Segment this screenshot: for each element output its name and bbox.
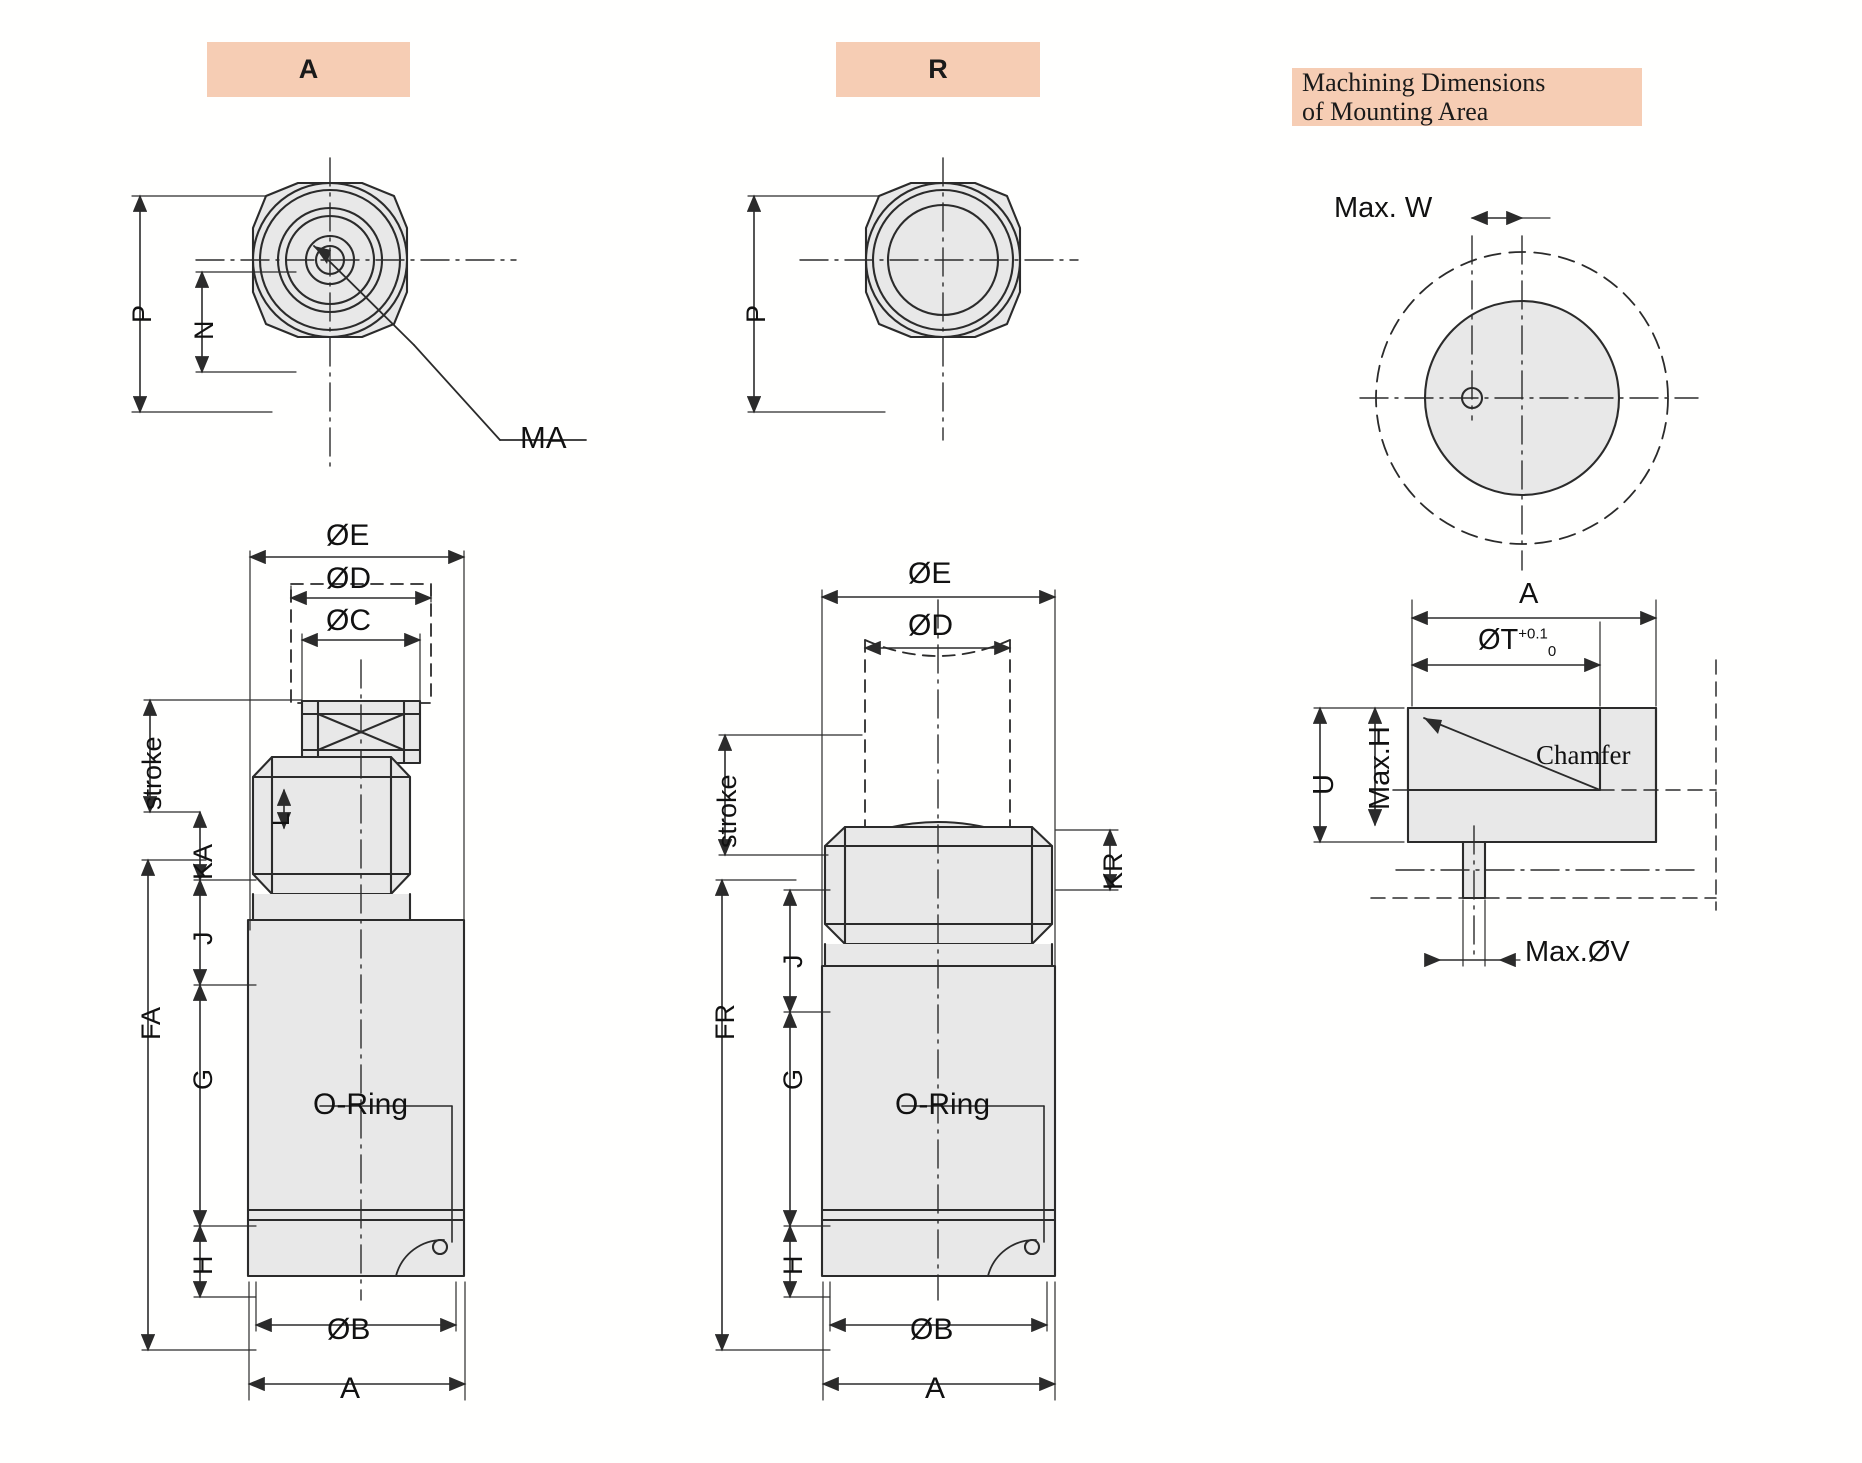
label-machining-ot-lower-tolerance: 0	[1547, 642, 1557, 660]
label-view-a-od-text: ØD	[326, 562, 371, 595]
label-machining-a: A	[1519, 578, 1538, 611]
label-view-a-ka: KA	[188, 844, 219, 880]
label-view-a-ka-text: KA	[188, 843, 218, 880]
label-machining-max-w: Max. W	[1334, 192, 1432, 225]
label-view-r-oring: O-Ring	[895, 1088, 990, 1122]
label-machining-ot-text: ØT	[1478, 624, 1519, 656]
label-machining-chamfer-text: Chamfer	[1536, 740, 1631, 770]
label-view-a-j-text: J	[188, 931, 218, 946]
label-view-a-stroke-text: stroke	[137, 736, 167, 810]
label-view-a-g-text: G	[188, 1068, 218, 1090]
label-view-r-od-text: ØD	[908, 609, 953, 642]
label-view-a-fa-text: FA	[136, 1006, 166, 1040]
header-type-a: A	[207, 42, 410, 97]
label-view-r-j: J	[778, 955, 809, 969]
label-view-r-oring-text: O-Ring	[895, 1088, 991, 1121]
label-machining-ot-upper-tolerance: +0.1	[1518, 625, 1548, 643]
label-view-a-ob-text: ØB	[327, 1313, 371, 1346]
label-view-a-fa: FA	[136, 1007, 167, 1040]
label-view-a-p-text: P	[127, 304, 157, 323]
label-view-r-kr: KR	[1098, 852, 1129, 890]
machining-side-view	[1312, 599, 1717, 968]
label-view-r-ob: ØB	[910, 1313, 953, 1347]
label-view-a-l: L	[268, 813, 296, 826]
label-view-a-n-text: N	[189, 320, 219, 341]
view-r-top-circle	[746, 157, 1079, 441]
machining-top-view	[1359, 210, 1699, 571]
label-view-a-oc-text: ØC	[326, 604, 371, 637]
label-view-r-kr-text: KR	[1098, 852, 1128, 890]
label-view-a-h-text: H	[188, 1255, 218, 1276]
header-machining: Machining Dimensions of Mounting Area	[1292, 68, 1642, 126]
label-machining-u: U	[1308, 774, 1341, 795]
label-view-r-oe: ØE	[908, 557, 951, 591]
label-view-r-fr-text: FR	[710, 1004, 740, 1040]
label-view-a-oe: ØE	[326, 519, 369, 553]
label-view-a-n: N	[189, 321, 220, 341]
label-view-a-oring-text: O-Ring	[313, 1088, 409, 1121]
label-view-r-stroke-text: stroke	[712, 774, 742, 848]
label-machining-u-text: U	[1308, 774, 1340, 795]
header-type-r: R	[836, 42, 1040, 97]
label-view-r-j-text: J	[778, 954, 808, 969]
label-view-a-ma-text: MA	[520, 420, 567, 455]
header-machining-line2: of Mounting Area	[1302, 97, 1489, 126]
label-view-a-h: H	[188, 1256, 219, 1276]
label-view-r-p: P	[741, 305, 772, 323]
label-view-a-ob: ØB	[327, 1313, 370, 1347]
label-view-a-a: A	[340, 1372, 360, 1406]
header-type-a-label: A	[298, 54, 319, 84]
label-view-a-stroke: stroke	[137, 736, 168, 810]
label-view-r-oe-text: ØE	[908, 557, 952, 590]
label-view-r-fr: FR	[710, 1004, 741, 1040]
label-view-a-j: J	[188, 932, 219, 946]
label-view-r-a: A	[925, 1372, 945, 1406]
label-view-a-oring: O-Ring	[313, 1088, 408, 1122]
label-machining-max-w-text: Max. W	[1334, 192, 1433, 224]
label-view-a-g: G	[188, 1069, 219, 1090]
label-machining-max-h-text: Max.H	[1364, 726, 1396, 810]
label-view-r-a-text: A	[925, 1372, 946, 1405]
label-view-r-p-text: P	[741, 304, 771, 323]
label-view-r-g: G	[778, 1069, 809, 1090]
label-machining-max-ov-text: Max.ØV	[1525, 936, 1630, 968]
label-view-r-h-text: H	[778, 1255, 808, 1276]
label-view-a-oc: ØC	[326, 604, 371, 638]
label-machining-a-text: A	[1519, 578, 1539, 610]
label-view-a-p: P	[127, 305, 158, 323]
view-a-top-circle	[131, 157, 587, 473]
label-view-r-od: ØD	[908, 609, 953, 643]
header-machining-line1: Machining Dimensions	[1302, 67, 1546, 97]
label-view-a-ma: MA	[520, 420, 567, 456]
label-view-a-oe-text: ØE	[326, 519, 370, 552]
label-view-r-h: H	[778, 1256, 809, 1276]
label-view-a-a-text: A	[340, 1372, 361, 1405]
label-view-a-od: ØD	[326, 562, 371, 596]
label-view-r-stroke: stroke	[712, 774, 743, 848]
label-machining-max-ov: Max.ØV	[1525, 936, 1630, 969]
label-view-a-l-text: L	[268, 812, 295, 826]
label-machining-ot: ØT+0.10	[1478, 624, 1556, 660]
view-a-side	[140, 549, 467, 1401]
view-r-side	[714, 589, 1119, 1401]
label-machining-max-h: Max.H	[1364, 726, 1397, 810]
header-type-r-label: R	[928, 54, 948, 84]
label-machining-chamfer: Chamfer	[1536, 740, 1630, 771]
label-view-r-ob-text: ØB	[910, 1313, 954, 1346]
label-view-r-g-text: G	[778, 1068, 808, 1090]
